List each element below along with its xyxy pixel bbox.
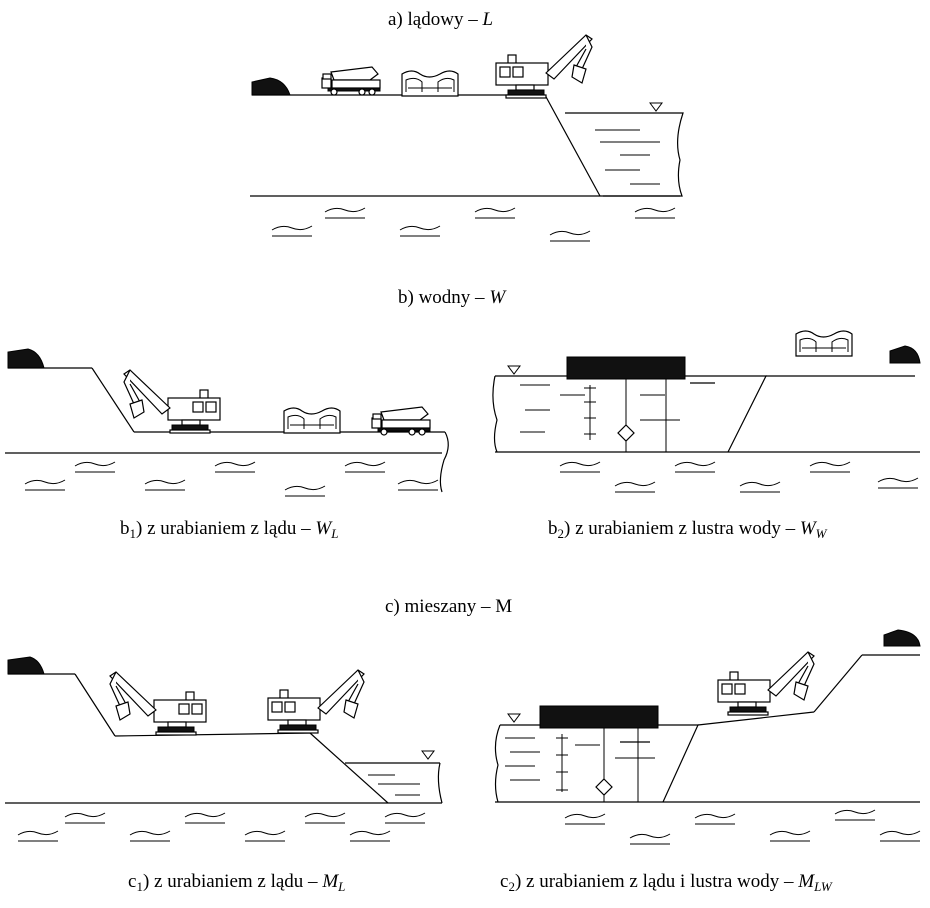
caption-b1: b1) z urabianiem z lądu – WL: [120, 518, 338, 541]
panel-c2: [494, 629, 921, 845]
panel-a: [250, 34, 684, 242]
dump-truck-icon: [321, 66, 381, 96]
excavator-icon: [123, 369, 221, 434]
hopper-icon: [401, 70, 459, 97]
water-level-icon: [507, 365, 521, 375]
spoil-heap-icon: [7, 656, 45, 675]
panel-c1: [5, 656, 443, 842]
dump-truck-icon: [371, 406, 431, 436]
spoil-heap-icon: [251, 77, 291, 96]
cutter-head-icon: [617, 424, 635, 442]
spoil-heap-icon: [7, 348, 45, 369]
water-level-icon: [421, 750, 435, 760]
caption-c1: c1) z urabianiem z lądu – ML: [128, 871, 345, 894]
caption-b: b) wodny – W: [398, 287, 507, 308]
excavator-icon: [267, 669, 365, 734]
excavator-icon: [495, 34, 593, 99]
excavator-icon: [717, 651, 815, 716]
spoil-heap-icon: [889, 345, 921, 364]
spoil-heap-icon: [883, 629, 921, 647]
panel-b2: [492, 330, 921, 493]
caption-a: a) lądowy – L: [388, 9, 493, 30]
water-level-icon: [649, 102, 663, 112]
panel-b1: [5, 348, 449, 497]
caption-c: c) mieszany – M: [385, 596, 512, 617]
hopper-icon: [795, 330, 853, 357]
caption-c2: c2) z urabianiem z lądu i lustra wody – …: [500, 871, 833, 894]
cutter-head-icon: [595, 778, 613, 796]
water-level-icon: [507, 713, 521, 723]
excavator-icon: [109, 671, 207, 736]
dredge-pontoon: [539, 705, 659, 729]
caption-b2: b2) z urabianiem z lustra wody – WW: [548, 518, 828, 541]
hopper-icon: [283, 407, 341, 434]
dredge-pontoon: [566, 356, 686, 380]
